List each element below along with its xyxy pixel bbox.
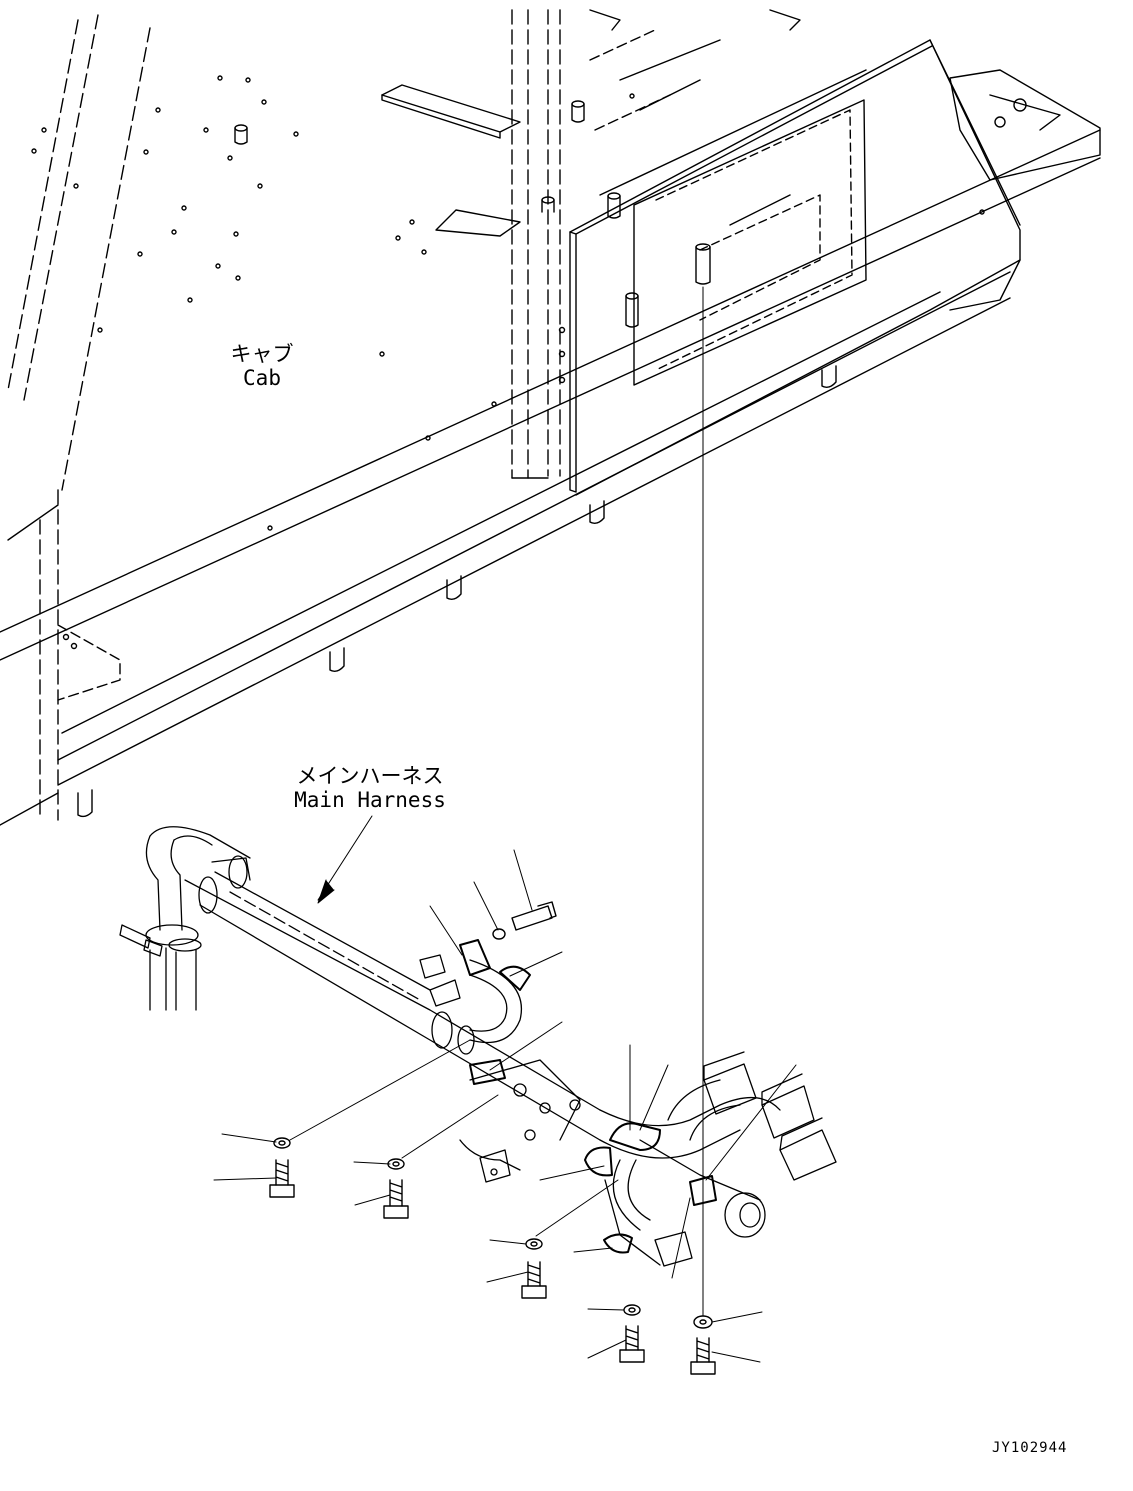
- harness-clamps: [459, 939, 717, 1254]
- bolt: [383, 1179, 409, 1219]
- bolt: [623, 1304, 641, 1316]
- bolts-and-washers: [269, 901, 716, 1375]
- main-harness-label-ja: メインハーネス: [296, 764, 444, 788]
- bolt: [273, 1137, 291, 1149]
- bolt: [525, 1238, 543, 1250]
- leader-lines: [213, 286, 797, 1363]
- cab-label-ja: キャブ: [230, 342, 294, 366]
- floor-holes: [31, 75, 985, 531]
- bolt: [619, 1325, 645, 1363]
- main-harness-label-en: Main Harness: [294, 788, 446, 813]
- floor-studs: [77, 365, 837, 818]
- bolt: [521, 1261, 547, 1299]
- cab-label: キャブ Cab: [222, 342, 302, 390]
- cab-label-en: Cab: [243, 366, 281, 391]
- bolt: [690, 1337, 716, 1375]
- main-harness: [119, 826, 837, 1267]
- drawing-id: JY102944: [992, 1440, 1068, 1456]
- bolt: [269, 1159, 295, 1198]
- cab-structure: [0, 9, 1101, 826]
- spacer-posts: [234, 100, 711, 328]
- bolt: [693, 1315, 713, 1329]
- main-harness-label: メインハーネス Main Harness: [280, 764, 460, 812]
